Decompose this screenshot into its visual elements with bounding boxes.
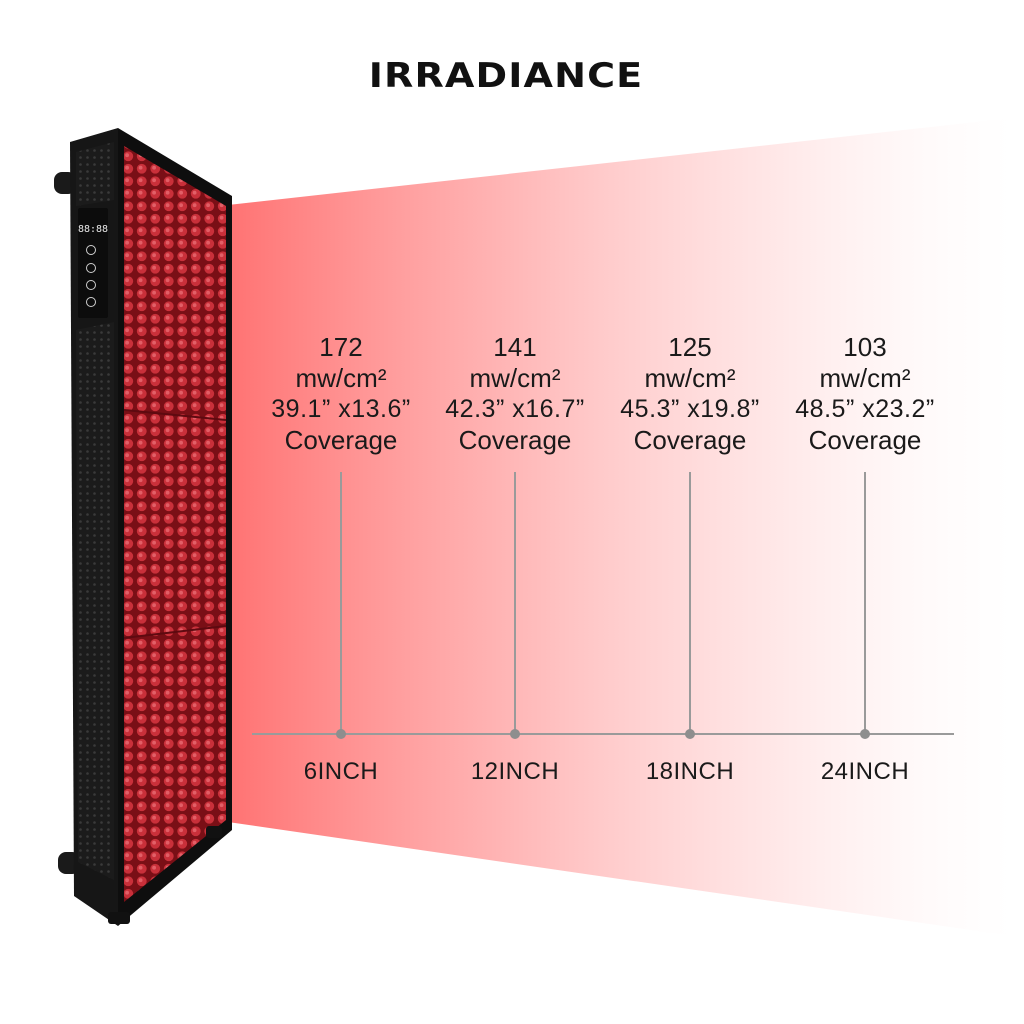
distance-label: 12INCH xyxy=(470,758,560,785)
distance-label: 24INCH xyxy=(820,758,910,785)
station-dot-3 xyxy=(685,729,695,739)
irradiance-unit: mw/cm² xyxy=(469,363,561,393)
distance-label: 6INCH xyxy=(303,758,379,785)
power-button-icon xyxy=(86,245,96,255)
coverage-dimensions: 39.1” x13.6” xyxy=(271,395,411,423)
led-matrix xyxy=(124,146,226,902)
panel-foot-left xyxy=(108,912,130,924)
irradiance-value: 172 xyxy=(319,332,363,362)
page-title: IRRADIANCE xyxy=(368,56,644,96)
irradiance-unit: mw/cm² xyxy=(295,363,387,393)
irradiance-unit: mw/cm² xyxy=(819,363,911,393)
distance-label: 18INCH xyxy=(645,758,735,785)
side-top-vents xyxy=(76,142,114,206)
coverage-label: Coverage xyxy=(458,425,572,455)
led-divider-2 xyxy=(123,625,227,639)
coverage-dimensions: 48.5” x23.2” xyxy=(795,395,935,423)
display-readout: 88:88 xyxy=(78,224,108,235)
coverage-dimensions: 42.3” x16.7” xyxy=(445,395,585,423)
beam-shape xyxy=(228,118,1012,936)
coverage-label: Coverage xyxy=(808,425,922,455)
coverage-label: Coverage xyxy=(284,425,398,455)
coverage-label: Coverage xyxy=(633,425,747,455)
irradiance-value: 103 xyxy=(843,332,887,362)
irradiance-value: 125 xyxy=(668,332,712,362)
irradiance-value: 141 xyxy=(493,332,537,362)
station-dot-4 xyxy=(860,729,870,739)
plus-button-icon xyxy=(86,280,96,290)
coverage-dimensions: 45.3” x19.8” xyxy=(620,395,760,423)
station-dot-2 xyxy=(510,729,520,739)
panel-foot-right xyxy=(206,826,222,838)
irradiance-unit: mw/cm² xyxy=(644,363,736,393)
led-divider-1 xyxy=(123,409,227,421)
minus-button-icon xyxy=(86,297,96,307)
station-dot-1 xyxy=(336,729,346,739)
mode-button-icon xyxy=(86,263,96,273)
side-vents xyxy=(76,322,114,880)
control-panel xyxy=(78,208,108,318)
